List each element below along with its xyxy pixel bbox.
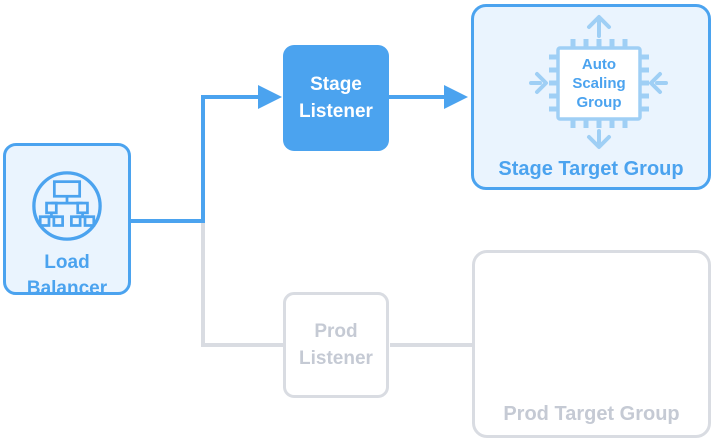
node-label-load-balancer: Load Balancer xyxy=(26,252,108,299)
edge-load-balancer-prod-listener xyxy=(201,221,283,347)
node-prod-listener: Prod Listener xyxy=(283,292,389,398)
auto-scaling-group-icon: Auto Scaling Group xyxy=(528,12,668,152)
scale-out-up-arrow-icon xyxy=(587,15,611,38)
node-label-stage-listener: Stage Listener xyxy=(299,74,373,122)
node-stage-listener: Stage Listener xyxy=(283,45,389,151)
edge-load-balancer-stage-listener-arrowhead xyxy=(258,85,282,109)
auto-scaling-group-label: Auto Scaling Group xyxy=(572,56,626,111)
scale-out-down-arrow-icon xyxy=(587,129,611,149)
chip-pins xyxy=(549,39,649,128)
node-prod-target-group: Prod Target Group xyxy=(472,250,711,438)
chip-body xyxy=(556,46,642,121)
load-balancer-icon xyxy=(30,169,104,243)
node-stage-target-group: Auto Scaling Group Stage Target Group xyxy=(471,4,711,190)
scale-in-left-arrow-icon xyxy=(529,72,548,94)
node-label-stage-target-group: Stage Target Group xyxy=(498,158,684,180)
edge-load-balancer-stage-listener xyxy=(131,95,258,223)
node-load-balancer: Load Balancer xyxy=(3,143,131,299)
edge-stage-listener-stage-target-group-arrowhead xyxy=(444,85,468,109)
scale-in-right-arrow-icon xyxy=(649,72,668,94)
node-label-prod-listener: Prod Listener xyxy=(299,321,373,369)
node-label-prod-target-group: Prod Target Group xyxy=(503,403,680,425)
